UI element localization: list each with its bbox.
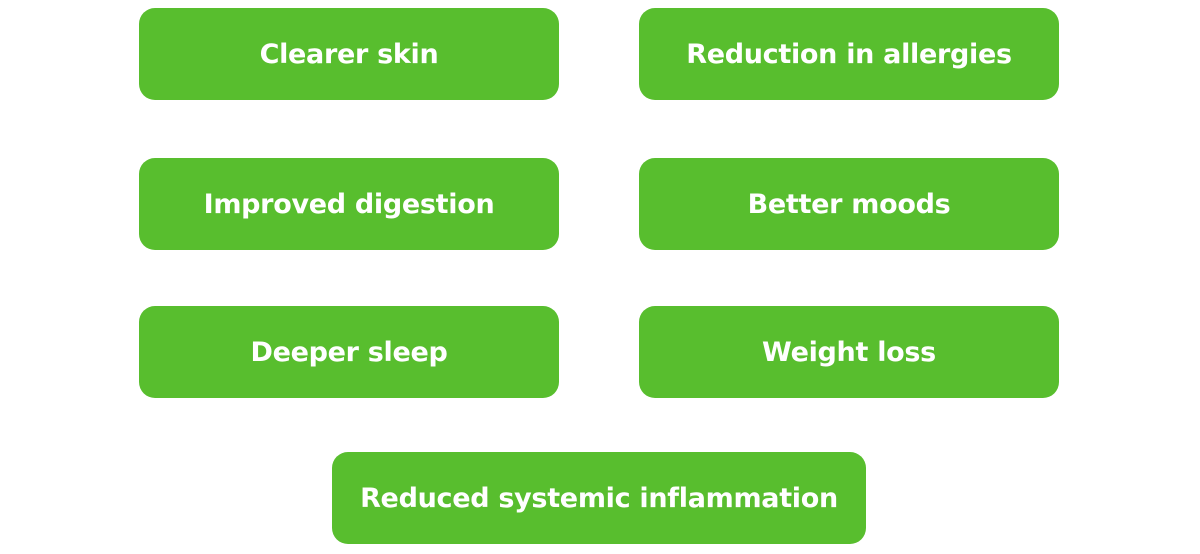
benefit-label: Reduced systemic inflammation bbox=[360, 482, 838, 514]
benefit-tile-deeper-sleep: Deeper sleep bbox=[139, 306, 559, 398]
benefit-tile-reduction-in-allergies: Reduction in allergies bbox=[639, 8, 1059, 100]
benefit-tile-improved-digestion: Improved digestion bbox=[139, 158, 559, 250]
benefit-label: Deeper sleep bbox=[250, 336, 448, 368]
benefit-tile-better-moods: Better moods bbox=[639, 158, 1059, 250]
benefit-label: Clearer skin bbox=[259, 38, 439, 70]
benefit-tile-weight-loss: Weight loss bbox=[639, 306, 1059, 398]
benefit-tile-reduced-systemic-inflammation: Reduced systemic inflammation bbox=[332, 452, 866, 544]
benefit-label: Reduction in allergies bbox=[686, 38, 1012, 70]
benefit-label: Weight loss bbox=[762, 336, 936, 368]
benefit-label: Improved digestion bbox=[203, 188, 495, 220]
benefit-tile-clearer-skin: Clearer skin bbox=[139, 8, 559, 100]
benefit-label: Better moods bbox=[747, 188, 951, 220]
